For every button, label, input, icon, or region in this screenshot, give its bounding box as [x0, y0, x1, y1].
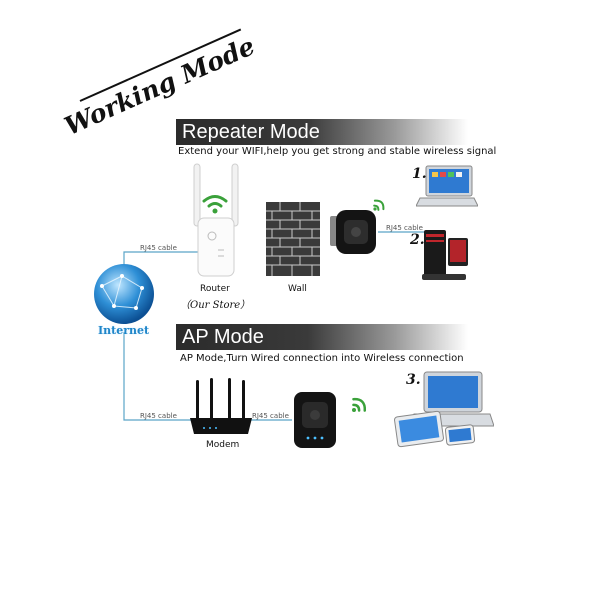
ap-cable-label: RJ45 cable [252, 412, 289, 420]
ap-mode-heading: AP Mode [182, 326, 264, 348]
modem-label: Modem [206, 440, 240, 450]
internet-modem-cable [123, 332, 196, 421]
number-3-label: 3. [406, 372, 421, 388]
brick-wall-icon [266, 202, 320, 276]
devices-group-icon [394, 371, 494, 448]
desktop-pc-icon [422, 230, 468, 280]
repeater-mode-heading: Repeater Mode [182, 121, 320, 143]
router-icon [193, 163, 239, 277]
router-label: Router [200, 284, 230, 294]
internet-globe-icon [94, 264, 154, 324]
number-1-label: 1. [412, 166, 427, 182]
modem-icon [190, 378, 252, 434]
our-store-label: （Our Store） [180, 300, 251, 311]
internet-label: Internet [98, 324, 150, 337]
repeater-mode-caption: Extend your WIFI,help you get strong and… [178, 146, 497, 157]
repeater-plug-icon [330, 210, 376, 254]
ap-wifi-icon [352, 397, 367, 412]
wall-label: Wall [288, 284, 307, 294]
router-wifi-icon [202, 195, 228, 214]
laptop-icon [416, 165, 478, 207]
ap-repeater-icon [294, 392, 336, 448]
router-cable-label: RJ45 cable [140, 244, 177, 252]
ap-mode-caption: AP Mode,Turn Wired connection into Wirel… [180, 353, 464, 364]
number-2-label: 2. [410, 232, 425, 248]
internet-router-cable [123, 251, 198, 268]
pc-cable-label: RJ45 cable [386, 224, 423, 232]
repeater-mode-banner: Repeater Mode [176, 119, 468, 145]
ap-mode-banner: AP Mode [176, 324, 468, 350]
modem-cable-label: RJ45 cable [140, 412, 177, 420]
repeater-wifi-icon [373, 199, 385, 211]
